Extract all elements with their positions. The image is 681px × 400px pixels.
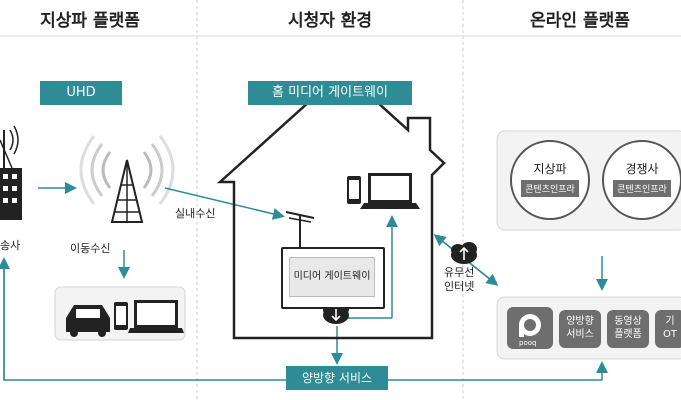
competitor-circle-sub: 콘텐츠인프라	[613, 180, 671, 197]
cloud-upload-icon	[451, 242, 477, 264]
online-platform-title: 온라인 플랫폼	[530, 11, 630, 31]
media-gateway-tv: 미디어 게이트웨이	[281, 247, 385, 309]
laptop-icon	[128, 300, 184, 333]
home-gateway-header: 홈 미디어 게이트웨이	[248, 81, 412, 105]
indoor-reception-label: 실내수신	[175, 207, 216, 220]
interactive-service-tile: 양방향 서비스	[559, 310, 601, 348]
house-devices-icon	[347, 173, 420, 209]
car-icon	[66, 305, 110, 337]
terrestrial-platform-title: 지상파 플랫폼	[40, 11, 140, 31]
wired-internet-label: 유무선 인터넷	[444, 266, 475, 293]
competitor-circle-title: 경쟁사	[625, 162, 659, 176]
video-platform-tile: 동영상 플랫폼	[607, 310, 649, 348]
broadcaster-building-icon	[0, 125, 22, 220]
mobile-phone-icon	[114, 302, 128, 330]
media-gateway-label: 미디어 게이트웨이	[289, 257, 375, 297]
terrestrial-content-circle: 지상파 콘텐츠인프라	[510, 140, 590, 220]
uhd-label: UHD	[40, 81, 122, 105]
broadcaster-label: 송사	[0, 239, 21, 252]
pooq-logo	[507, 307, 553, 349]
terrestrial-circle-title: 지상파	[533, 162, 567, 176]
antenna-icon	[285, 211, 315, 248]
pooq-text: pooq	[519, 339, 537, 347]
terrestrial-circle-sub: 콘텐츠인프라	[521, 180, 579, 197]
mobile-reception-label: 이동수신	[70, 242, 111, 255]
other-ott-tile: 기 OT	[655, 310, 681, 348]
interactive-service-label: 양방향 서비스	[286, 366, 388, 390]
relay-tower-icon	[79, 135, 175, 223]
viewer-environment-title: 시청자 환경	[287, 11, 373, 31]
competitor-content-circle: 경쟁사 콘텐츠인프라	[602, 140, 681, 220]
